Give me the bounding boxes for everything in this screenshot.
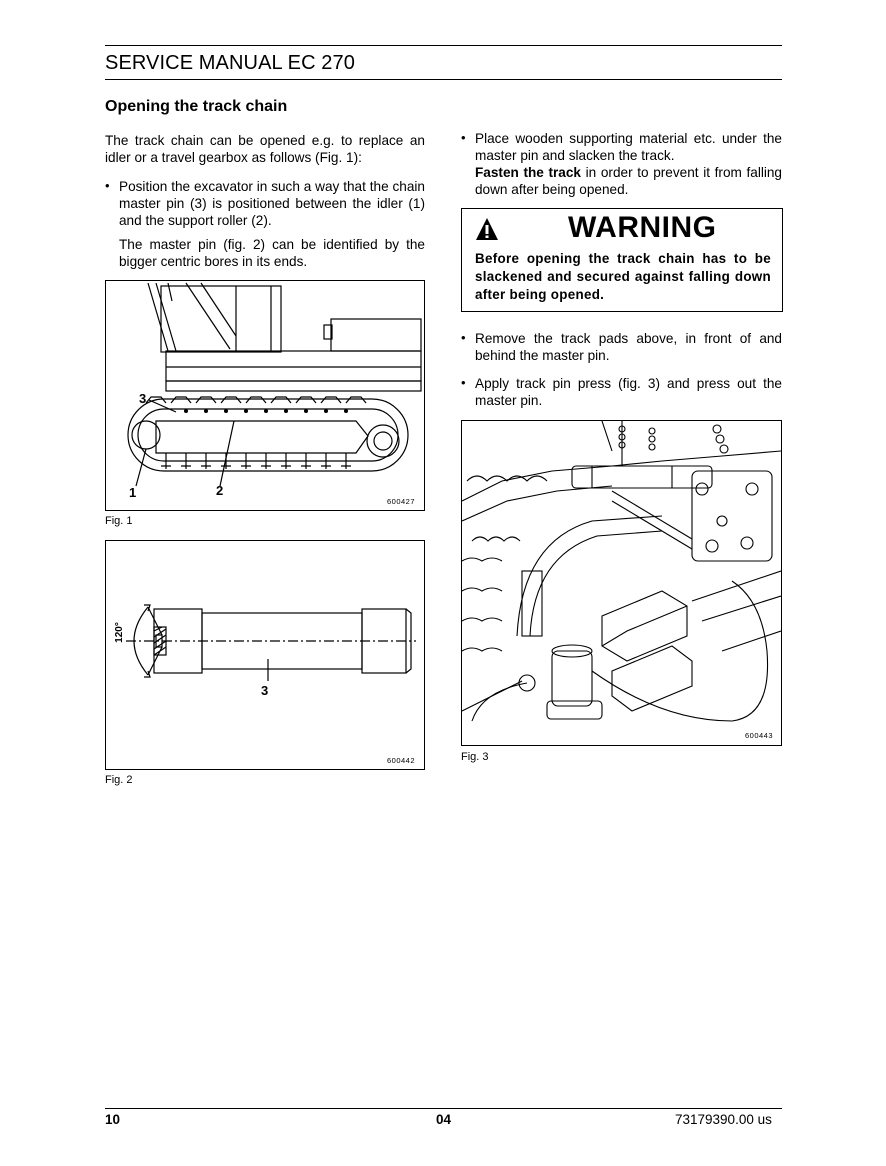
bullet-apply-press: Apply track pin press (fig. 3) and press…	[475, 376, 782, 408]
bullet-dot: •	[461, 375, 466, 390]
figure-1-excavator-track: 3 1 2 600427	[105, 280, 425, 511]
figure-3-track-pin-press: 600443	[461, 420, 782, 746]
fig2-angle-label: 120°	[113, 622, 125, 643]
fig2-label-3: 3	[261, 683, 269, 698]
footer-doc-number: 73179390.00 us	[675, 1112, 772, 1127]
bullet-position-excavator: Position the excavator in such a way tha…	[119, 179, 425, 228]
bullet-dot: •	[461, 330, 466, 345]
header-top-rule	[105, 45, 782, 46]
bullet-dot: •	[461, 130, 466, 145]
warning-text: Before opening the track chain has to be…	[475, 251, 771, 302]
bullet-wooden-support: Place wooden supporting material etc. un…	[475, 130, 782, 198]
bullet-remove-pads: Remove the track pads above, in front of…	[475, 331, 782, 363]
warning-box: WARNING Before opening the track chain h…	[461, 208, 783, 312]
section-title: Opening the track chain	[105, 98, 288, 115]
fasten-track-rest: in order to prevent it from falling down…	[475, 165, 782, 197]
bullet-dot: •	[105, 178, 110, 193]
intro-paragraph: The track chain can be opened e.g. to re…	[105, 133, 425, 165]
footer-section-number: 04	[436, 1112, 452, 1127]
warning-triangle-icon	[476, 218, 498, 240]
footer-page-number: 10	[105, 1112, 121, 1127]
master-pin-note: The master pin (fig. 2) can be identifie…	[119, 237, 425, 269]
fig2-caption: Fig. 2	[105, 774, 133, 786]
header-bottom-rule	[105, 79, 782, 80]
fig1-label-1: 1	[129, 485, 137, 500]
warning-title: WARNING	[568, 211, 717, 244]
fasten-track-bold: Fasten the track	[475, 165, 581, 180]
fig1-label-3: 3	[139, 391, 147, 406]
bullet-wooden-support-text: Place wooden supporting material etc. un…	[475, 131, 782, 163]
fig1-caption: Fig. 1	[105, 515, 133, 527]
header-title: SERVICE MANUAL EC 270	[105, 52, 355, 74]
fig3-caption: Fig. 3	[461, 751, 489, 763]
footer-rule	[105, 1108, 782, 1109]
figure-2-master-pin: 120° 3 600442	[105, 540, 425, 770]
fig3-drawing-number: 600443	[745, 731, 774, 740]
fig1-drawing-number: 600427	[387, 497, 416, 506]
fig2-drawing-number: 600442	[387, 756, 416, 765]
fig1-label-2: 2	[216, 483, 224, 498]
